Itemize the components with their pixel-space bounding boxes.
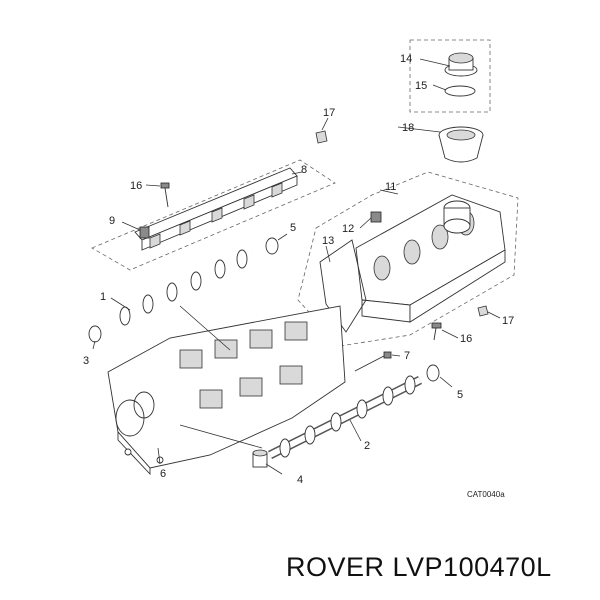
filler-cap-group-outline [409, 39, 491, 113]
oil-seal-3 [88, 325, 102, 343]
callout-18: 18 [402, 122, 414, 134]
filler-cap [444, 52, 478, 77]
cam-carrier-group-outline [91, 159, 336, 271]
callout-7: 7 [404, 350, 410, 362]
callout-13: 13 [322, 235, 334, 247]
callouts: 1 2 3 4 5 5 6 7 8 9 11 12 13 14 15 16 16… [83, 53, 514, 499]
callout-5-upper: 5 [290, 222, 296, 234]
camshaft-lower [267, 375, 423, 460]
cam-carrier [134, 167, 298, 251]
camshaft-cover [355, 194, 506, 323]
clip-17-lower [477, 305, 489, 317]
part-number-caption: ROVER LVP100470L [286, 552, 552, 582]
callout-2: 2 [364, 440, 370, 452]
clip-17-upper [315, 130, 328, 144]
cover-gasket [319, 239, 367, 333]
bolt-16-lower [431, 322, 442, 341]
callout-8: 8 [301, 164, 307, 176]
oil-seal-5-lower [426, 364, 440, 382]
filler-neck [438, 126, 484, 163]
grommet-12 [370, 211, 382, 223]
bolt-7 [354, 351, 392, 372]
figure-code: CAT0040a [467, 490, 505, 499]
callout-16-lower: 16 [460, 333, 472, 345]
callout-5-lower: 5 [457, 389, 463, 401]
leader-lines [92, 58, 501, 475]
callout-17-lower: 17 [502, 315, 514, 327]
callout-15: 15 [415, 80, 427, 92]
callout-1: 1 [100, 291, 106, 303]
callout-12: 12 [342, 223, 354, 235]
callout-6: 6 [160, 468, 166, 480]
callout-16-upper: 16 [130, 180, 142, 192]
callout-9: 9 [109, 215, 115, 227]
callout-17-upper: 17 [323, 107, 335, 119]
bolt-16-upper [160, 182, 170, 208]
callout-11: 11 [385, 181, 396, 193]
oil-seal-5-upper [265, 237, 279, 255]
callout-14: 14 [400, 53, 412, 65]
plug-4 [252, 449, 268, 468]
camshaft-upper [110, 249, 254, 326]
cylinder-head [107, 305, 346, 476]
filler-cap-seal [444, 85, 476, 97]
callout-3: 3 [83, 355, 89, 367]
callout-4: 4 [297, 474, 303, 486]
dowel-9 [139, 226, 150, 239]
